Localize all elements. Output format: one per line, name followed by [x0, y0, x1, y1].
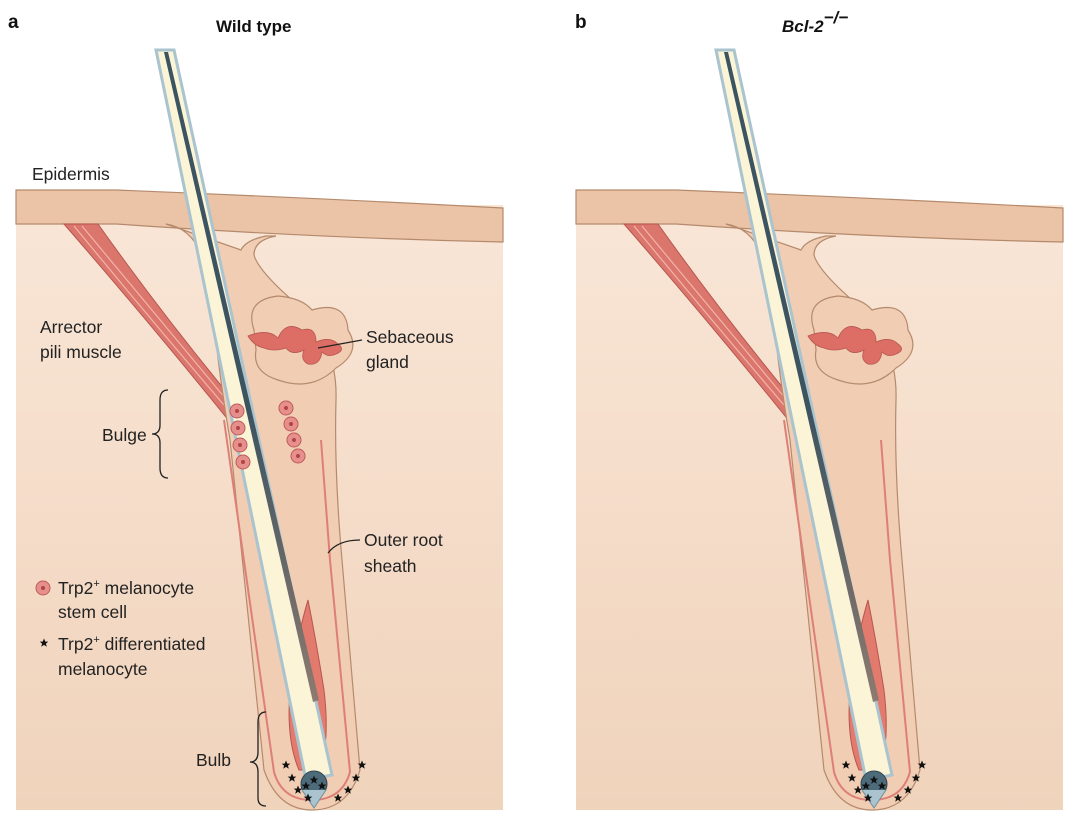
arrector-label-line2: pili muscle [40, 342, 122, 362]
outer-root-leader [327, 539, 361, 554]
panel-b-title-main: Bcl-2 [782, 17, 824, 36]
outer-root-label-line2: sheath [364, 556, 417, 576]
epidermis-label: Epidermis [32, 164, 110, 184]
sebaceous-leader [317, 339, 363, 349]
legend-stem-cell-sup: + [93, 578, 99, 590]
legend-stem-cell-line1: Trp2+ melanocyte [58, 578, 194, 598]
bulb-label: Bulb [196, 750, 231, 770]
legend-stem-cell-rest: melanocyte [100, 578, 194, 598]
panel-a-title: Wild type [216, 17, 291, 36]
legend: Trp2+ melanocyte stem cell Trp2+ differe… [35, 578, 206, 679]
bulge-brace [151, 389, 169, 479]
sebaceous-label-line1: Sebaceous [366, 327, 454, 347]
panel-b-title: Bcl-2−/− [782, 8, 848, 36]
legend-diff-line1: Trp2+ differentiated [58, 634, 206, 654]
arrector-label-line1: Arrector [40, 317, 102, 337]
legend-diff-rest: differentiated [100, 634, 206, 654]
legend-diff-line2: melanocyte [58, 659, 148, 679]
legend-stem-cell-line2: stem cell [58, 602, 127, 622]
panel-a-letter: a [8, 12, 19, 33]
bulge-label: Bulge [102, 425, 147, 445]
panel-b-letter: b [575, 12, 587, 33]
legend-stem-cell-prefix: Trp2 [58, 578, 93, 598]
panel-b [574, 48, 1065, 812]
bulb-brace [249, 711, 267, 807]
legend-diff-sup: + [93, 634, 99, 646]
panel-b-title-superscript: −/− [824, 8, 849, 27]
outer-root-label-line1: Outer root [364, 530, 443, 550]
sebaceous-label-line2: gland [366, 352, 409, 372]
legend-stem-cell-swatch [35, 580, 51, 596]
legend-diff-prefix: Trp2 [58, 634, 93, 654]
